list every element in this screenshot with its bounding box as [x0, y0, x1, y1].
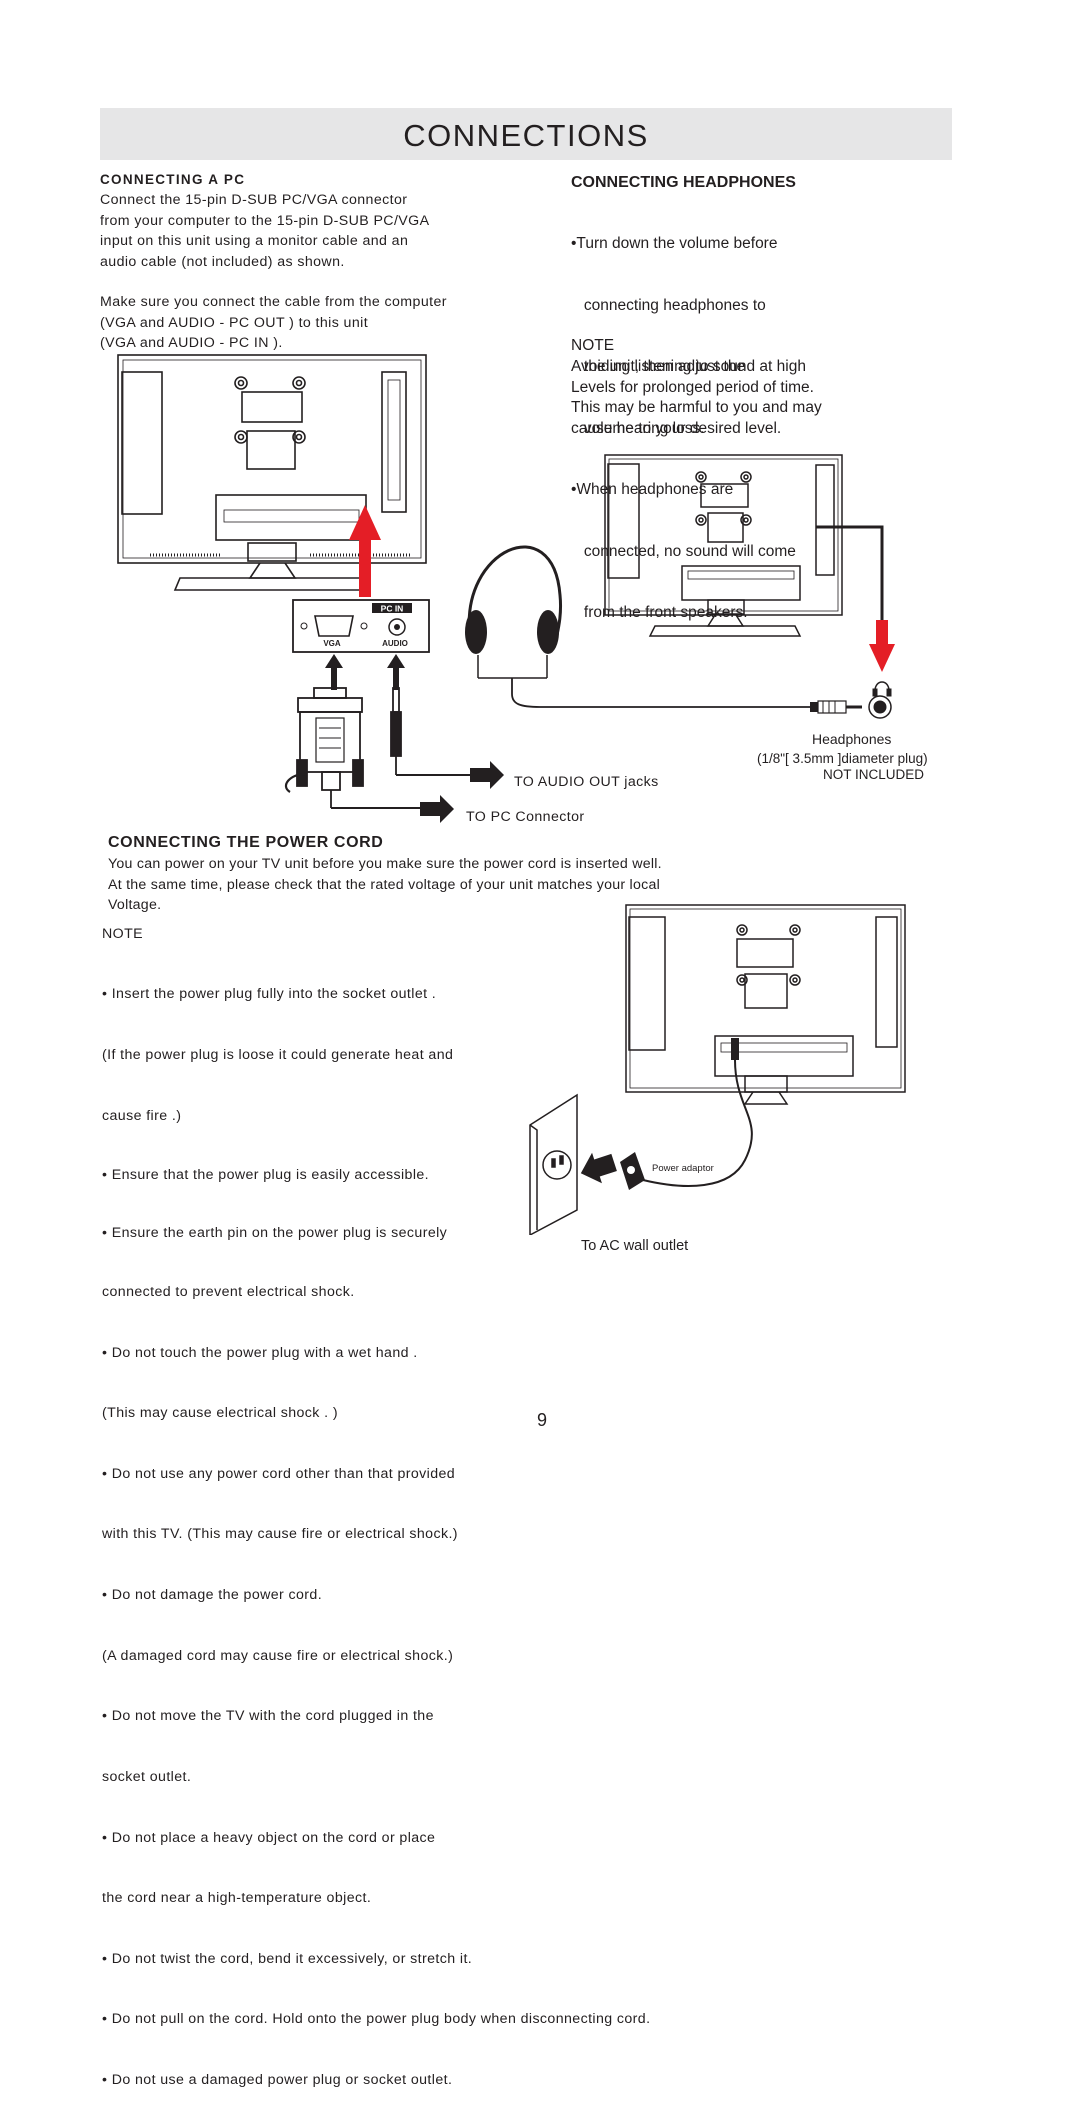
headphones-instructions: •Turn down the volume before connecting … — [571, 193, 796, 644]
title-banner — [100, 108, 952, 160]
pc-connector-label: TO PC Connector — [466, 809, 585, 825]
right-arrow-icon — [470, 761, 504, 789]
power-intro-line: You can power on your TV unit before you… — [108, 856, 662, 872]
power-heading: CONNECTING THE POWER CORD — [108, 834, 384, 851]
pc-in-panel: PC IN VGA AUDIO — [292, 599, 430, 653]
pc-p1-line: Connect the 15-pin D-SUB PC/VGA connecto… — [100, 192, 408, 208]
right-arrow-icon — [420, 795, 454, 823]
tv-back-illustration — [625, 904, 906, 1105]
outlet-label: To AC wall outlet — [581, 1238, 689, 1254]
pc-paragraph-1: Connect the 15-pin D-SUB PC/VGA connecto… — [100, 190, 429, 272]
power-note-line: • Do not damage the power cord. — [102, 1587, 323, 1604]
pc-p1-line: audio cable (not included) as shown. — [100, 253, 345, 270]
power-note-line: • Do not use a damaged power plug or soc… — [102, 2071, 453, 2088]
power-intro-line: At the same time, please check that the … — [108, 876, 660, 893]
power-note-line: the cord near a high-temperature object. — [102, 1890, 372, 1907]
power-note-line: • Do not use any power cord other than t… — [102, 1465, 456, 1482]
headphones-note-line: Avoiding listening to sound at high — [571, 358, 806, 375]
headphones-line: volume to your desired level. — [571, 419, 782, 437]
pc-heading: CONNECTING A PC — [100, 172, 246, 187]
power-note-line: with this TV. (This may cause fire or el… — [102, 1526, 458, 1543]
pc-p2-line: (VGA and AUDIO - PC OUT ) to this unit — [100, 314, 369, 331]
pc-p1-line: from your computer to the 15-pin D-SUB P… — [100, 212, 430, 229]
power-note-line: • Do not move the TV with the cord plugg… — [102, 1708, 434, 1725]
pc-p2-line: Make sure you connect the cable from the… — [100, 294, 447, 310]
headphones-note: Avoiding listening to sound at high Leve… — [571, 357, 822, 439]
power-adaptor-label: Power adaptor — [652, 1163, 714, 1174]
headphones-diagram — [465, 454, 895, 719]
power-note-label: NOTE — [102, 926, 144, 942]
headphones-note-line: Levels for prolonged period of time. — [571, 378, 814, 396]
power-note-line: • Do not touch the power plug with a wet… — [102, 1344, 418, 1361]
red-arrow-icon — [869, 620, 895, 672]
up-arrow-icon — [325, 654, 343, 690]
tv-back-illustration — [117, 354, 427, 591]
wall-outlet-icon — [529, 1093, 578, 1235]
power-cord-icon — [642, 1038, 753, 1187]
vga-plug-icon — [284, 687, 420, 809]
power-note-line: connected to prevent electrical shock. — [102, 1284, 355, 1301]
pc-p1-line: input on this unit using a monitor cable… — [100, 233, 409, 249]
power-intro-line: Voltage. — [108, 897, 162, 913]
headphones-line: connected, no sound will come — [571, 542, 796, 560]
headphones-icon — [465, 545, 810, 708]
power-adaptor-icon — [620, 1152, 645, 1190]
vga-port-label: VGA — [323, 639, 341, 648]
power-note-line: • Insert the power plug fully into the s… — [102, 986, 437, 1003]
headphones-line: the unit, then adjust the — [571, 358, 746, 375]
left-arrow-icon — [580, 1152, 617, 1184]
power-note-line: • Do not pull on the cord. Hold onto the… — [102, 2011, 651, 2028]
power-note-line: • Do not place a heavy object on the cor… — [102, 1829, 436, 1846]
not-included-caption: NOT INCLUDED — [823, 767, 925, 782]
headphones-note-line: This may be harmful to you and may — [571, 399, 822, 416]
power-note-line: socket outlet. — [102, 1768, 192, 1785]
audio-out-label: TO AUDIO OUT jacks — [514, 774, 659, 790]
headphones-line: •Turn down the volume before — [571, 235, 778, 252]
red-arrow-icon — [349, 505, 381, 597]
audio-port-label: AUDIO — [382, 639, 408, 648]
headphones-caption: Headphones — [812, 731, 892, 747]
power-connection-diagram: Power adaptor — [529, 904, 906, 1235]
audio-plug-icon — [390, 687, 470, 776]
headphones-plug-caption: (1/8"[ 3.5mm ]diameter plug) — [757, 751, 928, 766]
headphones-note-label: NOTE — [571, 337, 615, 354]
page-title: CONNECTIONS — [403, 118, 649, 153]
page-number: 9 — [536, 1410, 547, 1430]
pc-in-label: PC IN — [381, 604, 404, 614]
pc-connection-diagram: PC IN VGA AUDIO — [117, 354, 504, 823]
power-note-line: • Do not twist the cord, bend it excessi… — [102, 1950, 473, 1967]
headphones-note-line: cause hearing loss. — [571, 419, 705, 437]
power-note-line: (This may cause electrical shock . ) — [102, 1405, 338, 1422]
headphones-heading: CONNECTING HEADPHONES — [571, 174, 796, 191]
tv-back-illustration — [604, 454, 843, 637]
pc-paragraph-2: Make sure you connect the cable from the… — [100, 292, 447, 354]
pc-p2-line: (VGA and AUDIO - PC IN ). — [100, 335, 283, 351]
up-arrow-icon — [387, 654, 405, 690]
headphones-line: connecting headphones to — [571, 296, 766, 314]
headphone-jack-icon — [868, 681, 892, 719]
power-note-line: cause fire .) — [102, 1107, 182, 1124]
mini-plug-icon — [810, 700, 862, 714]
power-note-line: • Ensure the earth pin on the power plug… — [102, 1224, 448, 1241]
power-intro: You can power on your TV unit before you… — [108, 854, 662, 916]
headphones-line: from the front speakers. — [571, 604, 748, 621]
power-note-line: (A damaged cord may cause fire or electr… — [102, 1647, 454, 1664]
power-note-line: • Ensure that the power plug is easily a… — [102, 1167, 430, 1184]
power-note-line: (If the power plug is loose it could gen… — [102, 1047, 454, 1064]
